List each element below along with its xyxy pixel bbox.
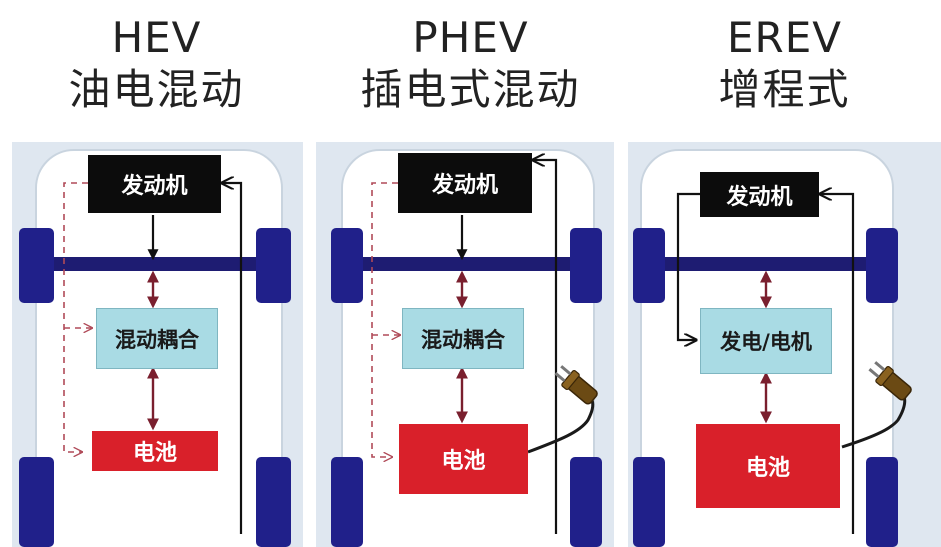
- rear-left-wheel: [19, 457, 54, 547]
- wheel-feedback-arrow: [820, 194, 855, 534]
- rear-right-wheel: [570, 457, 602, 547]
- hev-code: HEV: [111, 13, 202, 62]
- rear-left-wheel: [331, 457, 363, 547]
- dashed-energy-path: [371, 182, 398, 457]
- front-left-wheel: [633, 228, 665, 303]
- hev-coupler-box: 混动耦合: [96, 308, 218, 369]
- drive-axle: [44, 257, 276, 271]
- charging-plug-icon: [868, 361, 912, 401]
- phev-name: 插电式混动: [360, 65, 581, 114]
- hev-name: 油电混动: [68, 65, 245, 114]
- dashed-energy-path: [63, 182, 88, 452]
- charging-cable: [527, 399, 595, 454]
- charging-cable: [841, 395, 907, 449]
- front-right-wheel: [570, 228, 602, 303]
- engine-to-generator-arrow: [676, 192, 700, 340]
- erev-engine-box: 发动机: [700, 172, 819, 217]
- drive-axle: [650, 257, 888, 271]
- phev-engine-box: 发动机: [398, 153, 532, 213]
- erev-header: EREV 增程式: [628, 0, 941, 116]
- front-right-wheel: [866, 228, 898, 303]
- rear-right-wheel: [256, 457, 291, 547]
- hev-battery-box: 电池: [92, 431, 218, 471]
- rear-right-wheel: [866, 457, 898, 547]
- erev-battery-box: 电池: [696, 424, 840, 508]
- drive-axle: [350, 257, 588, 271]
- rear-left-wheel: [633, 457, 665, 547]
- hev-engine-box: 发动机: [88, 155, 221, 213]
- phev-code: PHEV: [412, 13, 529, 62]
- phev-battery-box: 电池: [399, 424, 528, 494]
- erev-generator-motor-box: 发电/电机: [700, 308, 832, 374]
- front-left-wheel: [19, 228, 54, 303]
- wheel-feedback-arrow: [222, 183, 243, 534]
- wheel-feedback-arrow: [533, 160, 558, 534]
- phev-coupler-box: 混动耦合: [402, 308, 524, 369]
- erev-code: EREV: [727, 13, 842, 62]
- charging-plug-icon: [554, 365, 598, 405]
- erev-name: 增程式: [718, 65, 851, 114]
- front-left-wheel: [331, 228, 363, 303]
- hev-header: HEV 油电混动: [0, 0, 313, 116]
- phev-header: PHEV 插电式混动: [314, 0, 627, 116]
- front-right-wheel: [256, 228, 291, 303]
